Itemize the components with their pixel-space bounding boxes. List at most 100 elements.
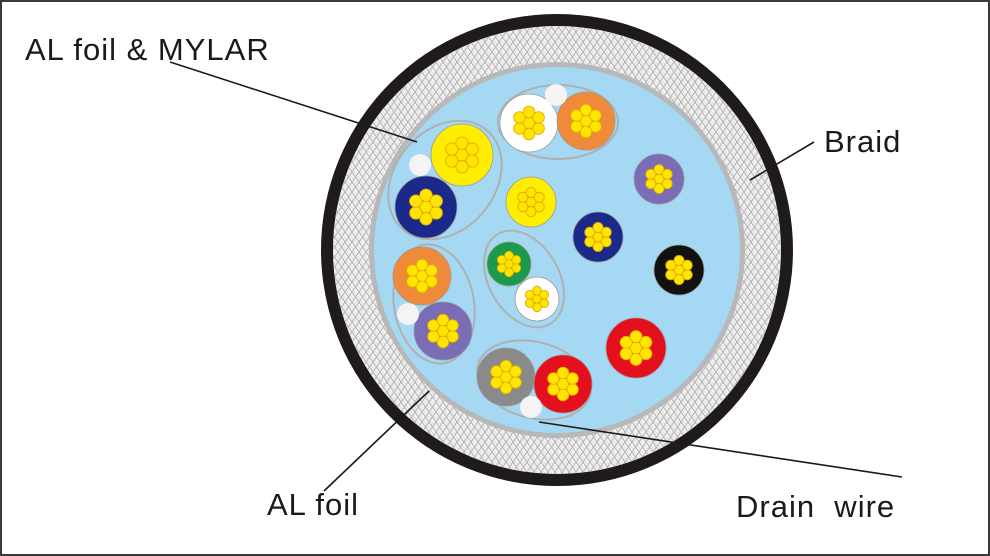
conductor-strand (415, 258, 429, 272)
drain-bottom (520, 396, 542, 418)
conductor-strand (509, 365, 522, 378)
conductor-strand (566, 372, 579, 385)
conductor-strand (427, 330, 440, 343)
conductor-strand (556, 388, 570, 402)
conductor-strand (513, 111, 526, 124)
conductor-strand (406, 275, 419, 288)
conductor-strand (446, 319, 459, 332)
conductor-strand (547, 372, 560, 385)
conductor-strand (513, 122, 526, 135)
conductor-strand (504, 267, 514, 278)
conductor-strand (465, 142, 479, 156)
conductor-strand (665, 269, 677, 281)
conductor-strand (429, 194, 443, 208)
conductor-purple-left (427, 313, 459, 349)
conductor-strand (525, 206, 537, 217)
leader-lines (169, 61, 903, 492)
label-braid: Braid (824, 124, 901, 159)
label-al-foil-mylar: AL foil & MYLAR (25, 32, 270, 67)
conductor-strand (673, 274, 685, 285)
conductor-strand (406, 264, 419, 277)
conductor-strand (570, 109, 583, 122)
conductor-purple-right (645, 164, 673, 194)
conductor-strand (619, 347, 633, 361)
conductor-strand (415, 280, 429, 294)
conductor-black-right (665, 255, 693, 285)
conductor-strand (524, 289, 535, 300)
conductor-strand (490, 365, 503, 378)
conductor-white-top (513, 105, 545, 141)
leader-drain-wire (538, 421, 903, 478)
conductor-strand (496, 254, 507, 265)
conductor-orange-top (570, 103, 602, 139)
conductor-green-center (496, 250, 522, 278)
conductor-red-bottom (547, 366, 579, 402)
conductor-strand (522, 127, 536, 141)
conductor-strand (533, 191, 545, 203)
conductor-strand (490, 376, 503, 389)
conductor-strand (532, 111, 545, 124)
label-drain-wire: Drain wire (736, 489, 895, 524)
pair-shield-left-lower (392, 243, 476, 365)
leader-al-foil (323, 390, 430, 492)
conductor-navy-center (584, 222, 612, 252)
conductor-strand (445, 154, 459, 168)
conductor-strand (645, 168, 657, 180)
leader-braid (749, 141, 815, 181)
leader-al-foil-mylar (169, 61, 418, 143)
conductor-strand (556, 366, 570, 380)
conductor-strand (419, 188, 433, 202)
conductor-strand (579, 103, 593, 117)
conductor-strand (445, 142, 459, 156)
conductor-strand (436, 335, 450, 349)
conductor-strand (619, 335, 633, 349)
conductor-strand (665, 259, 677, 271)
conductor-strand (629, 352, 643, 366)
conductor-strand (524, 298, 535, 309)
pair-shield-center (483, 229, 565, 329)
conductor-strand (522, 105, 536, 119)
conductor-strand (425, 264, 438, 277)
conductor-yellow-center (517, 187, 545, 217)
conductor-strand (499, 381, 513, 395)
conductor-yellow-left (445, 136, 479, 174)
conductor-strand (496, 263, 507, 274)
conductor-strand (579, 125, 593, 139)
conductor-strand (661, 168, 673, 180)
conductor-strand (592, 222, 604, 233)
conductor-strand (419, 212, 433, 226)
conductor-strand (499, 359, 513, 373)
drain-left-lower (397, 303, 419, 325)
conductor-strand (455, 136, 469, 150)
conductor-white-center (524, 285, 550, 313)
conductor-orange-left (406, 258, 438, 294)
conductor-strand (629, 330, 643, 344)
conductor-strand (409, 206, 423, 220)
conductor-strand (645, 178, 657, 190)
conductor-strand (584, 226, 596, 238)
conductor-strand (681, 259, 693, 271)
conductor-strand (653, 183, 665, 194)
conductor-strand (532, 285, 542, 296)
conductor-strand (600, 226, 612, 238)
conductor-strand (584, 236, 596, 248)
drain-wires (397, 84, 567, 418)
label-al-foil: AL foil (267, 487, 359, 522)
pair-shields (387, 84, 619, 421)
conductor-strand (436, 313, 450, 327)
pair-shield-left-upper (387, 119, 503, 241)
conductor-strand (517, 191, 529, 203)
conductor-strand (427, 319, 440, 332)
conductor-strand (539, 289, 550, 300)
conductor-navy-left (409, 188, 443, 226)
conductor-strand (525, 187, 537, 198)
conductor-strand (592, 241, 604, 252)
conductor-strand (517, 201, 529, 213)
conductor-strand (653, 164, 665, 175)
conductor-strand (455, 160, 469, 174)
conductor-strand (409, 194, 423, 208)
conductor-strand (673, 255, 685, 266)
conductor-strand (547, 383, 560, 396)
